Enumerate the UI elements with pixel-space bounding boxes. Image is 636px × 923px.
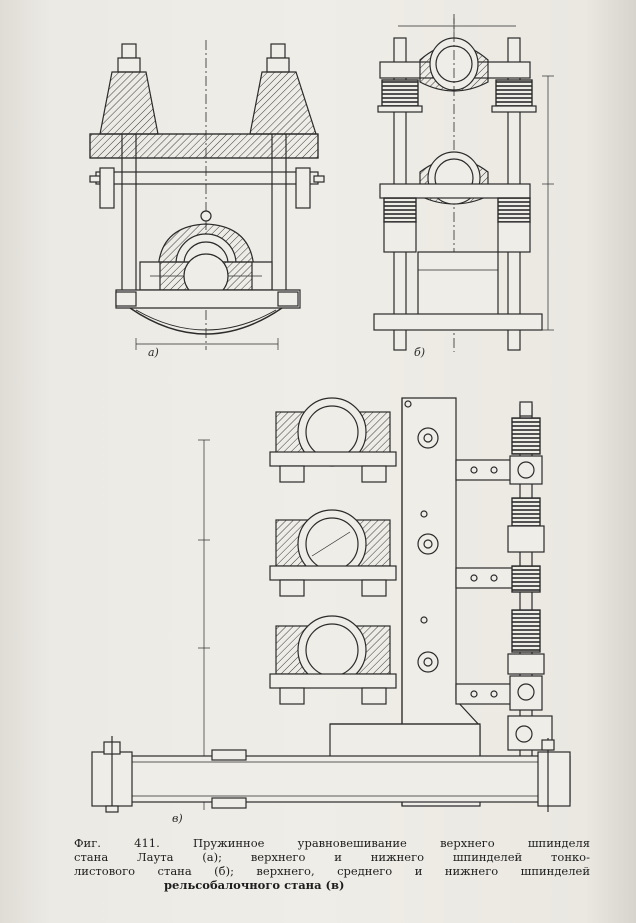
caption-line: рельсобалочного стана (в)	[164, 878, 345, 892]
figure-c-label: в)	[172, 812, 183, 825]
figure-c-drawing	[91, 397, 571, 813]
caption-line: листового стана (б); верхнего, среднего …	[74, 864, 590, 878]
figure-b-drawing	[373, 14, 554, 352]
figure-a-label: а)	[148, 346, 159, 359]
caption-line: Фиг. 411. Пружинное уравновешивание верх…	[74, 836, 590, 850]
figure-a-drawing	[89, 40, 325, 350]
figure-b-label: б)	[414, 346, 426, 359]
caption-line: стана Лаута (а); верхнего и нижнего шпин…	[74, 850, 590, 864]
chock-upper	[269, 397, 397, 483]
chock-lower	[269, 615, 397, 705]
chock-middle	[269, 509, 397, 597]
figure-caption: Фиг. 411. Пружинное уравновешивание верх…	[74, 836, 590, 892]
